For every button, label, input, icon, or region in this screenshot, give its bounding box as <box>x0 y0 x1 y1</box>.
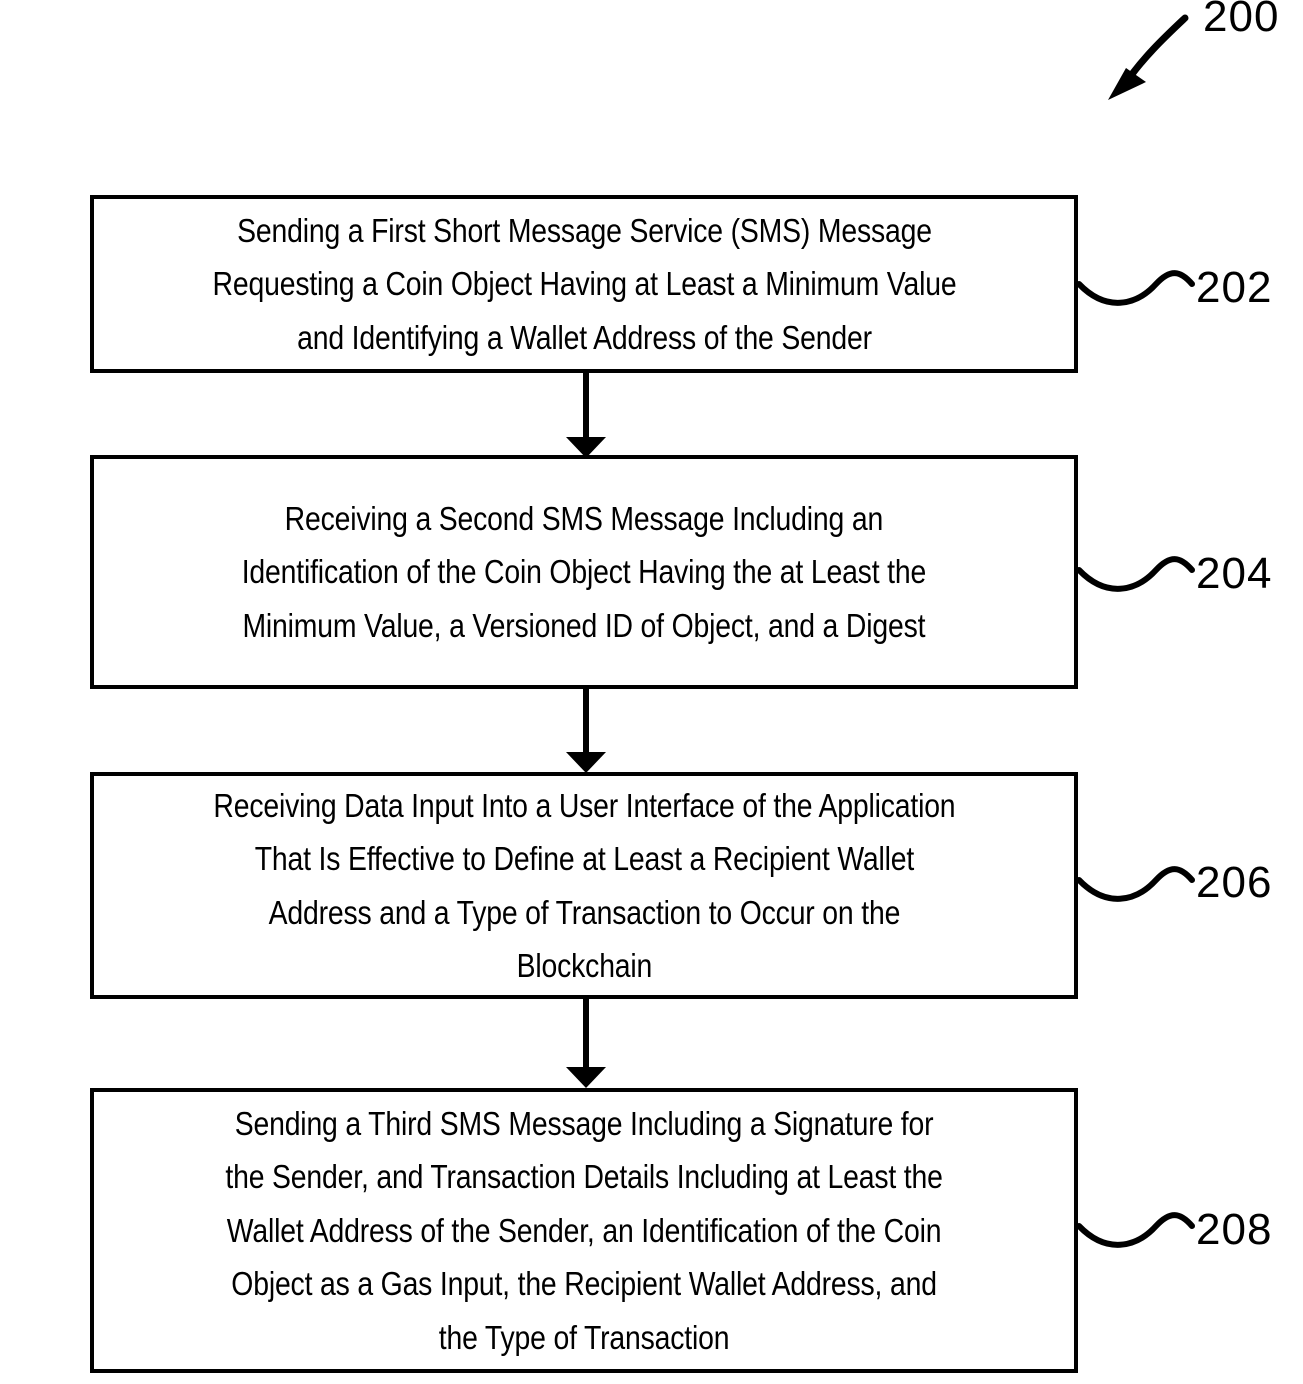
figure-number-label: 200 <box>1203 0 1280 41</box>
reference-numeral-206: 206 <box>1196 858 1273 907</box>
flow-arrow-204-to-206 <box>566 689 606 773</box>
process-step-box-204: Receiving a Second SMS Message Including… <box>90 455 1078 689</box>
figure-callout-arrow-icon <box>1108 14 1189 100</box>
process-step-text-204: Receiving a Second SMS Message Including… <box>241 499 927 644</box>
process-step-text-208: Sending a Third SMS Message Including a … <box>225 1104 943 1356</box>
leader-line-206 <box>1076 866 1195 902</box>
flow-arrow-202-to-204 <box>566 373 606 458</box>
process-step-box-208: Sending a Third SMS Message Including a … <box>90 1088 1078 1373</box>
reference-numeral-204: 204 <box>1196 549 1273 598</box>
leader-line-208 <box>1076 1212 1195 1248</box>
process-step-box-206: Receiving Data Input Into a User Interfa… <box>90 772 1078 999</box>
reference-numeral-208: 208 <box>1196 1205 1273 1254</box>
reference-numeral-202: 202 <box>1196 263 1273 312</box>
flow-arrow-206-to-208 <box>566 999 606 1088</box>
leader-line-204 <box>1076 556 1195 592</box>
process-step-text-202: Sending a First Short Message Service (S… <box>212 211 956 356</box>
leader-line-202 <box>1076 270 1195 306</box>
process-step-text-206: Receiving Data Input Into a User Interfa… <box>212 786 956 984</box>
process-step-box-202: Sending a First Short Message Service (S… <box>90 195 1078 373</box>
